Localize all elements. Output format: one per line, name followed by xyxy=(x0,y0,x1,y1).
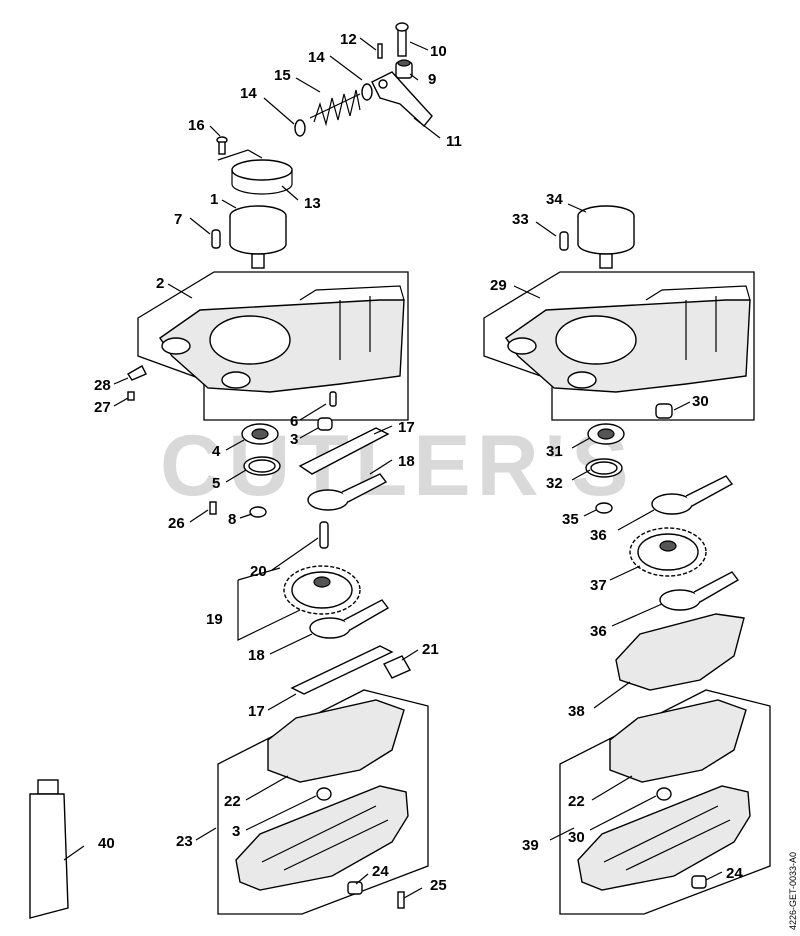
callout-32: 32 xyxy=(546,475,563,492)
plug-24-right xyxy=(691,875,707,889)
callout-7: 7 xyxy=(174,211,182,228)
callout-33: 33 xyxy=(512,211,529,228)
callout-31: 31 xyxy=(546,443,563,460)
callout-20: 20 xyxy=(250,563,267,580)
callout-27: 27 xyxy=(94,399,111,416)
ring-8 xyxy=(249,506,267,518)
retaining-ring-32 xyxy=(585,458,623,478)
callout-17-upper: 17 xyxy=(398,419,415,436)
bearing-4 xyxy=(241,423,279,445)
callout-21: 21 xyxy=(422,641,439,658)
document-code: 4226-GET-0033-A0 xyxy=(788,852,798,930)
leader-lines xyxy=(63,37,723,899)
callout-30-upper: 30 xyxy=(692,393,709,410)
brake-band-13 xyxy=(217,149,293,195)
callout-37: 37 xyxy=(590,577,607,594)
gear-37 xyxy=(629,527,707,577)
callout-18-upper: 18 xyxy=(398,453,415,470)
sleeve-3-upper xyxy=(317,417,333,431)
callout-22-right: 22 xyxy=(568,793,585,810)
screw-16 xyxy=(216,136,228,155)
plate-17-lower xyxy=(290,645,394,695)
callout-30-lower: 30 xyxy=(568,829,585,846)
callout-29: 29 xyxy=(490,277,507,294)
washer-18-upper xyxy=(307,473,388,511)
pin-7 xyxy=(211,229,221,249)
callout-4: 4 xyxy=(212,443,221,460)
washer-14-upper xyxy=(361,83,373,101)
gear-19 xyxy=(283,565,361,615)
gearbox-cover-23 xyxy=(217,689,429,915)
callout-14-mid: 14 xyxy=(240,85,257,102)
plate-17-upper xyxy=(298,427,390,475)
callout-6: 6 xyxy=(290,413,298,430)
clutch-drum-34 xyxy=(577,205,635,269)
washer-14-lower xyxy=(294,119,306,137)
callout-40: 40 xyxy=(98,835,115,852)
clip-21 xyxy=(383,655,411,679)
callout-38: 38 xyxy=(568,703,585,720)
callout-3-lower: 3 xyxy=(232,823,240,840)
pin-12 xyxy=(377,43,383,59)
callout-35: 35 xyxy=(562,511,579,528)
screw-27 xyxy=(127,391,135,401)
clip-28 xyxy=(127,365,147,381)
callout-28: 28 xyxy=(94,377,111,394)
grease-tube-40 xyxy=(29,779,69,919)
callout-18-lower: 18 xyxy=(248,647,265,664)
callout-2: 2 xyxy=(156,275,164,292)
screw-25 xyxy=(397,891,405,909)
callout-labels: 12 10 14 9 15 14 11 16 13 1 7 2 28 27 6 … xyxy=(94,31,743,894)
callout-36-lower: 36 xyxy=(590,623,607,640)
callout-5: 5 xyxy=(212,475,220,492)
pin-33 xyxy=(559,231,569,251)
retaining-ring-5 xyxy=(243,456,281,476)
callout-1: 1 xyxy=(210,191,218,208)
screw-10 xyxy=(395,22,409,57)
callout-23: 23 xyxy=(176,833,193,850)
washer-36-upper xyxy=(651,475,734,515)
callout-11: 11 xyxy=(446,133,462,150)
callout-8: 8 xyxy=(228,511,236,528)
callout-19: 19 xyxy=(206,611,223,628)
callout-39: 39 xyxy=(522,837,539,854)
callout-9: 9 xyxy=(428,71,436,88)
plug-24-left xyxy=(347,881,363,895)
callout-24-right: 24 xyxy=(726,865,743,882)
washer-36-lower xyxy=(659,571,740,611)
callout-26: 26 xyxy=(168,515,185,532)
callout-15: 15 xyxy=(274,67,291,84)
callout-14-top: 14 xyxy=(308,49,325,66)
clutch-drum-1 xyxy=(229,205,287,269)
callout-12: 12 xyxy=(340,31,357,48)
callout-10: 10 xyxy=(430,43,447,60)
callout-13: 13 xyxy=(304,195,321,212)
ring-35 xyxy=(595,502,613,514)
gasket-38 xyxy=(615,613,745,691)
screw-26 xyxy=(209,501,217,515)
sleeve-9 xyxy=(395,59,413,79)
sleeve-30-upper xyxy=(655,403,673,419)
gearbox-cover-39 xyxy=(559,689,771,915)
callout-36-upper: 36 xyxy=(590,527,607,544)
washer-18-lower xyxy=(309,599,390,639)
callout-16: 16 xyxy=(188,117,205,134)
callout-34: 34 xyxy=(546,191,563,208)
gear-housing-2 xyxy=(137,271,409,421)
pin-6 xyxy=(329,391,337,407)
gear-housing-29 xyxy=(483,271,755,421)
callout-25: 25 xyxy=(430,877,447,894)
spring-15 xyxy=(309,89,361,127)
watermark: CUTLER'S xyxy=(160,418,635,514)
bearing-31 xyxy=(587,423,625,445)
callout-3-upper: 3 xyxy=(290,431,298,448)
shaft-20 xyxy=(319,521,329,549)
lever-11 xyxy=(371,71,433,128)
callout-24-left: 24 xyxy=(372,863,389,880)
callout-22-left: 22 xyxy=(224,793,241,810)
callout-17-lower: 17 xyxy=(248,703,265,720)
